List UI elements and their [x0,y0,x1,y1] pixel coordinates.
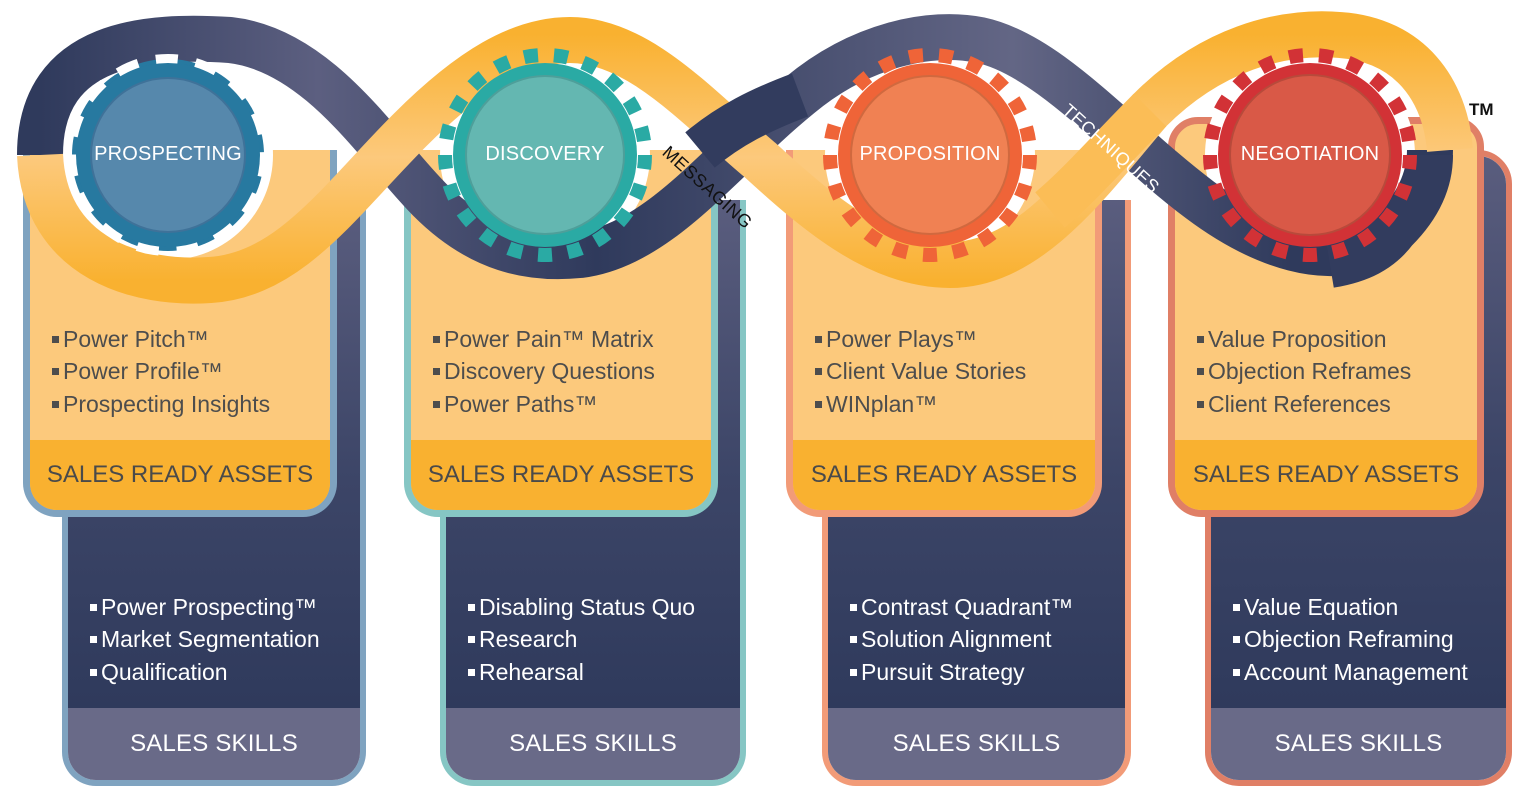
assets-title: SALES READY ASSETS [1192,461,1460,488]
list-item: Disabling Status Quo [468,591,695,624]
list-item: Rehearsal [468,656,695,689]
assets-band: SALES READY ASSETS [793,440,1095,510]
square-bullet-icon [90,603,97,611]
list-item: Market Segmentation [90,623,320,656]
assets-title: SALES READY ASSETS [46,461,314,488]
assets-panel-prospecting: Power Pitch™ Power Profile™ Prospecting … [23,150,337,517]
square-bullet-icon [815,335,822,343]
list-item: Prospecting Insights [52,388,270,421]
assets-list: Power Plays™ Client Value Stories WINpla… [815,323,1026,421]
skills-list: Disabling Status Quo Research Rehearsal [468,591,695,689]
gear-negotiation [1203,48,1417,262]
skills-band: SALES SKILLS [828,708,1125,780]
skills-band: SALES SKILLS [1211,708,1506,780]
skills-list: Contrast Quadrant™ Solution Alignment Pu… [850,591,1073,689]
square-bullet-icon [52,400,59,408]
list-item: Objection Reframes [1197,355,1411,388]
assets-band: SALES READY ASSETS [30,440,330,510]
stage-label-proposition: PROPOSITION [859,143,1001,165]
skills-title: SALES SKILLS [509,730,677,757]
square-bullet-icon [433,400,440,408]
list-item: Power Pitch™ [52,323,270,356]
square-bullet-icon [850,603,857,611]
list-item: Pursuit Strategy [850,656,1073,689]
list-item: WINplan™ [815,388,1026,421]
square-bullet-icon [850,668,857,676]
square-bullet-icon [468,603,475,611]
list-item: Discovery Questions [433,355,655,388]
list-item: Objection Reframing [1233,623,1468,656]
square-bullet-icon [468,636,475,643]
gear-prospecting [67,54,269,256]
list-item: Power Pain™ Matrix [433,323,655,356]
skills-title: SALES SKILLS [892,730,1061,757]
gear-discovery [438,48,652,262]
square-bullet-icon [1197,400,1204,408]
stage-label-negotiation: NEGOTIATION [1240,143,1380,165]
assets-title: SALES READY ASSETS [810,461,1078,488]
assets-band: SALES READY ASSETS [1175,440,1477,510]
stage-label-prospecting: PROSPECTING [94,143,242,165]
square-bullet-icon [1233,603,1240,611]
square-bullet-icon [52,368,59,375]
list-item: Contrast Quadrant™ [850,591,1073,624]
orange-ribbon [17,11,1473,304]
skills-band: SALES SKILLS [446,708,740,780]
list-item: Client Value Stories [815,355,1026,388]
assets-list: Value Proposition Objection Reframes Cli… [1197,323,1411,421]
square-bullet-icon [468,668,475,676]
list-item: Power Prospecting™ [90,591,320,624]
square-bullet-icon [1197,335,1204,343]
list-item: Qualification [90,656,320,689]
navy-ribbon-overlap [685,73,809,168]
list-item: Power Plays™ [815,323,1026,356]
list-item: Power Profile™ [52,355,270,388]
list-item: Value Equation [1233,591,1468,624]
trademark-mark: TM [1469,100,1494,119]
square-bullet-icon [52,335,59,343]
skills-list: Power Prospecting™ Market Segmentation Q… [90,591,320,689]
square-bullet-icon [815,400,822,408]
list-item: Solution Alignment [850,623,1073,656]
square-bullet-icon [90,636,97,643]
assets-band: SALES READY ASSETS [411,440,711,510]
list-item: Value Proposition [1197,323,1411,356]
assets-list: Power Pain™ Matrix Discovery Questions P… [433,323,655,421]
assets-title: SALES READY ASSETS [427,461,695,488]
navy-ribbon-overlap [1325,154,1453,288]
skills-band: SALES SKILLS [68,708,360,780]
square-bullet-icon [815,368,822,375]
list-item: Power Paths™ [433,388,655,421]
skills-title: SALES SKILLS [130,730,298,757]
orange-ribbon-overlap [1035,93,1167,228]
square-bullet-icon [433,335,440,343]
stage-label-discovery: DISCOVERY [485,143,605,165]
list-item: Research [468,623,695,656]
skills-list: Value Equation Objection Reframing Accou… [1233,591,1468,689]
assets-list: Power Pitch™ Power Profile™ Prospecting … [52,323,270,421]
square-bullet-icon [1233,636,1240,643]
square-bullet-icon [1233,668,1240,676]
skills-title: SALES SKILLS [1274,730,1443,757]
list-item: Client References [1197,388,1411,421]
square-bullet-icon [433,368,440,375]
list-item: Account Management [1233,656,1468,689]
square-bullet-icon [90,668,97,676]
gear-proposition [823,48,1037,262]
square-bullet-icon [850,636,857,643]
square-bullet-icon [1197,368,1204,375]
